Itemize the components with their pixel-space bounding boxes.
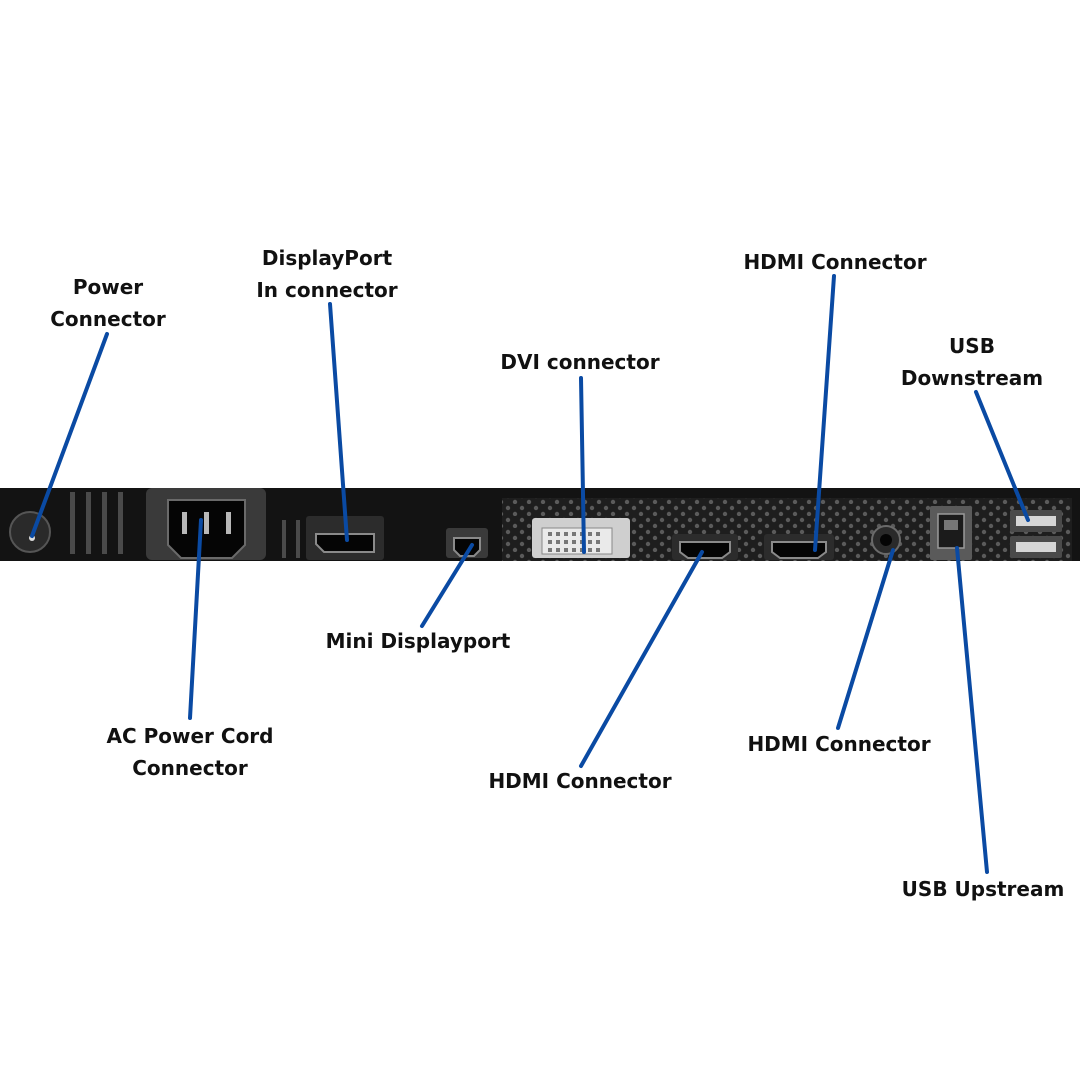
label-hdmi-bottom-right: HDMI Connector (747, 732, 931, 756)
label-ac-power-cord: AC Power Cord Connector (106, 724, 274, 780)
audio-jack-icon (871, 525, 901, 555)
label-usb-downstream: USB Downstream (900, 334, 1044, 390)
leader-line-hdmi-bottom-right (836, 548, 895, 730)
label-hdmi-bottom-middle: HDMI Connector (488, 769, 672, 793)
hdmi-port-1-icon (672, 534, 738, 560)
leader-line-mini-displayport (420, 543, 474, 628)
leader-line-displayport-in (328, 302, 349, 542)
leader-line-ac-power-cord (188, 518, 203, 720)
leader-line-usb-downstream (974, 390, 1030, 522)
dvi-port-icon (532, 518, 630, 558)
label-usb-upstream: USB Upstream (901, 877, 1065, 901)
label-power-connector: Power Connector (50, 275, 166, 331)
usb-downstream-ports-icon (1010, 510, 1062, 558)
hdmi-port-2-icon (764, 534, 834, 560)
label-mini-displayport: Mini Displayport (325, 629, 511, 653)
leader-line-dvi (579, 376, 586, 554)
ac-power-inlet-icon (146, 488, 266, 560)
label-displayport-in: DisplayPort In connector (256, 246, 398, 302)
leader-line-hdmi-bottom-middle (579, 550, 704, 768)
mini-displayport-icon (446, 528, 488, 558)
usb-upstream-port-icon (930, 506, 972, 560)
leader-line-hdmi-top (813, 274, 836, 552)
label-dvi: DVI connector (500, 350, 660, 374)
label-hdmi-top: HDMI Connector (743, 250, 927, 274)
power-button-icon (9, 511, 51, 553)
leader-line-usb-upstream (955, 546, 989, 874)
vent-slots (70, 492, 300, 558)
leader-line-power-connector (30, 332, 109, 538)
